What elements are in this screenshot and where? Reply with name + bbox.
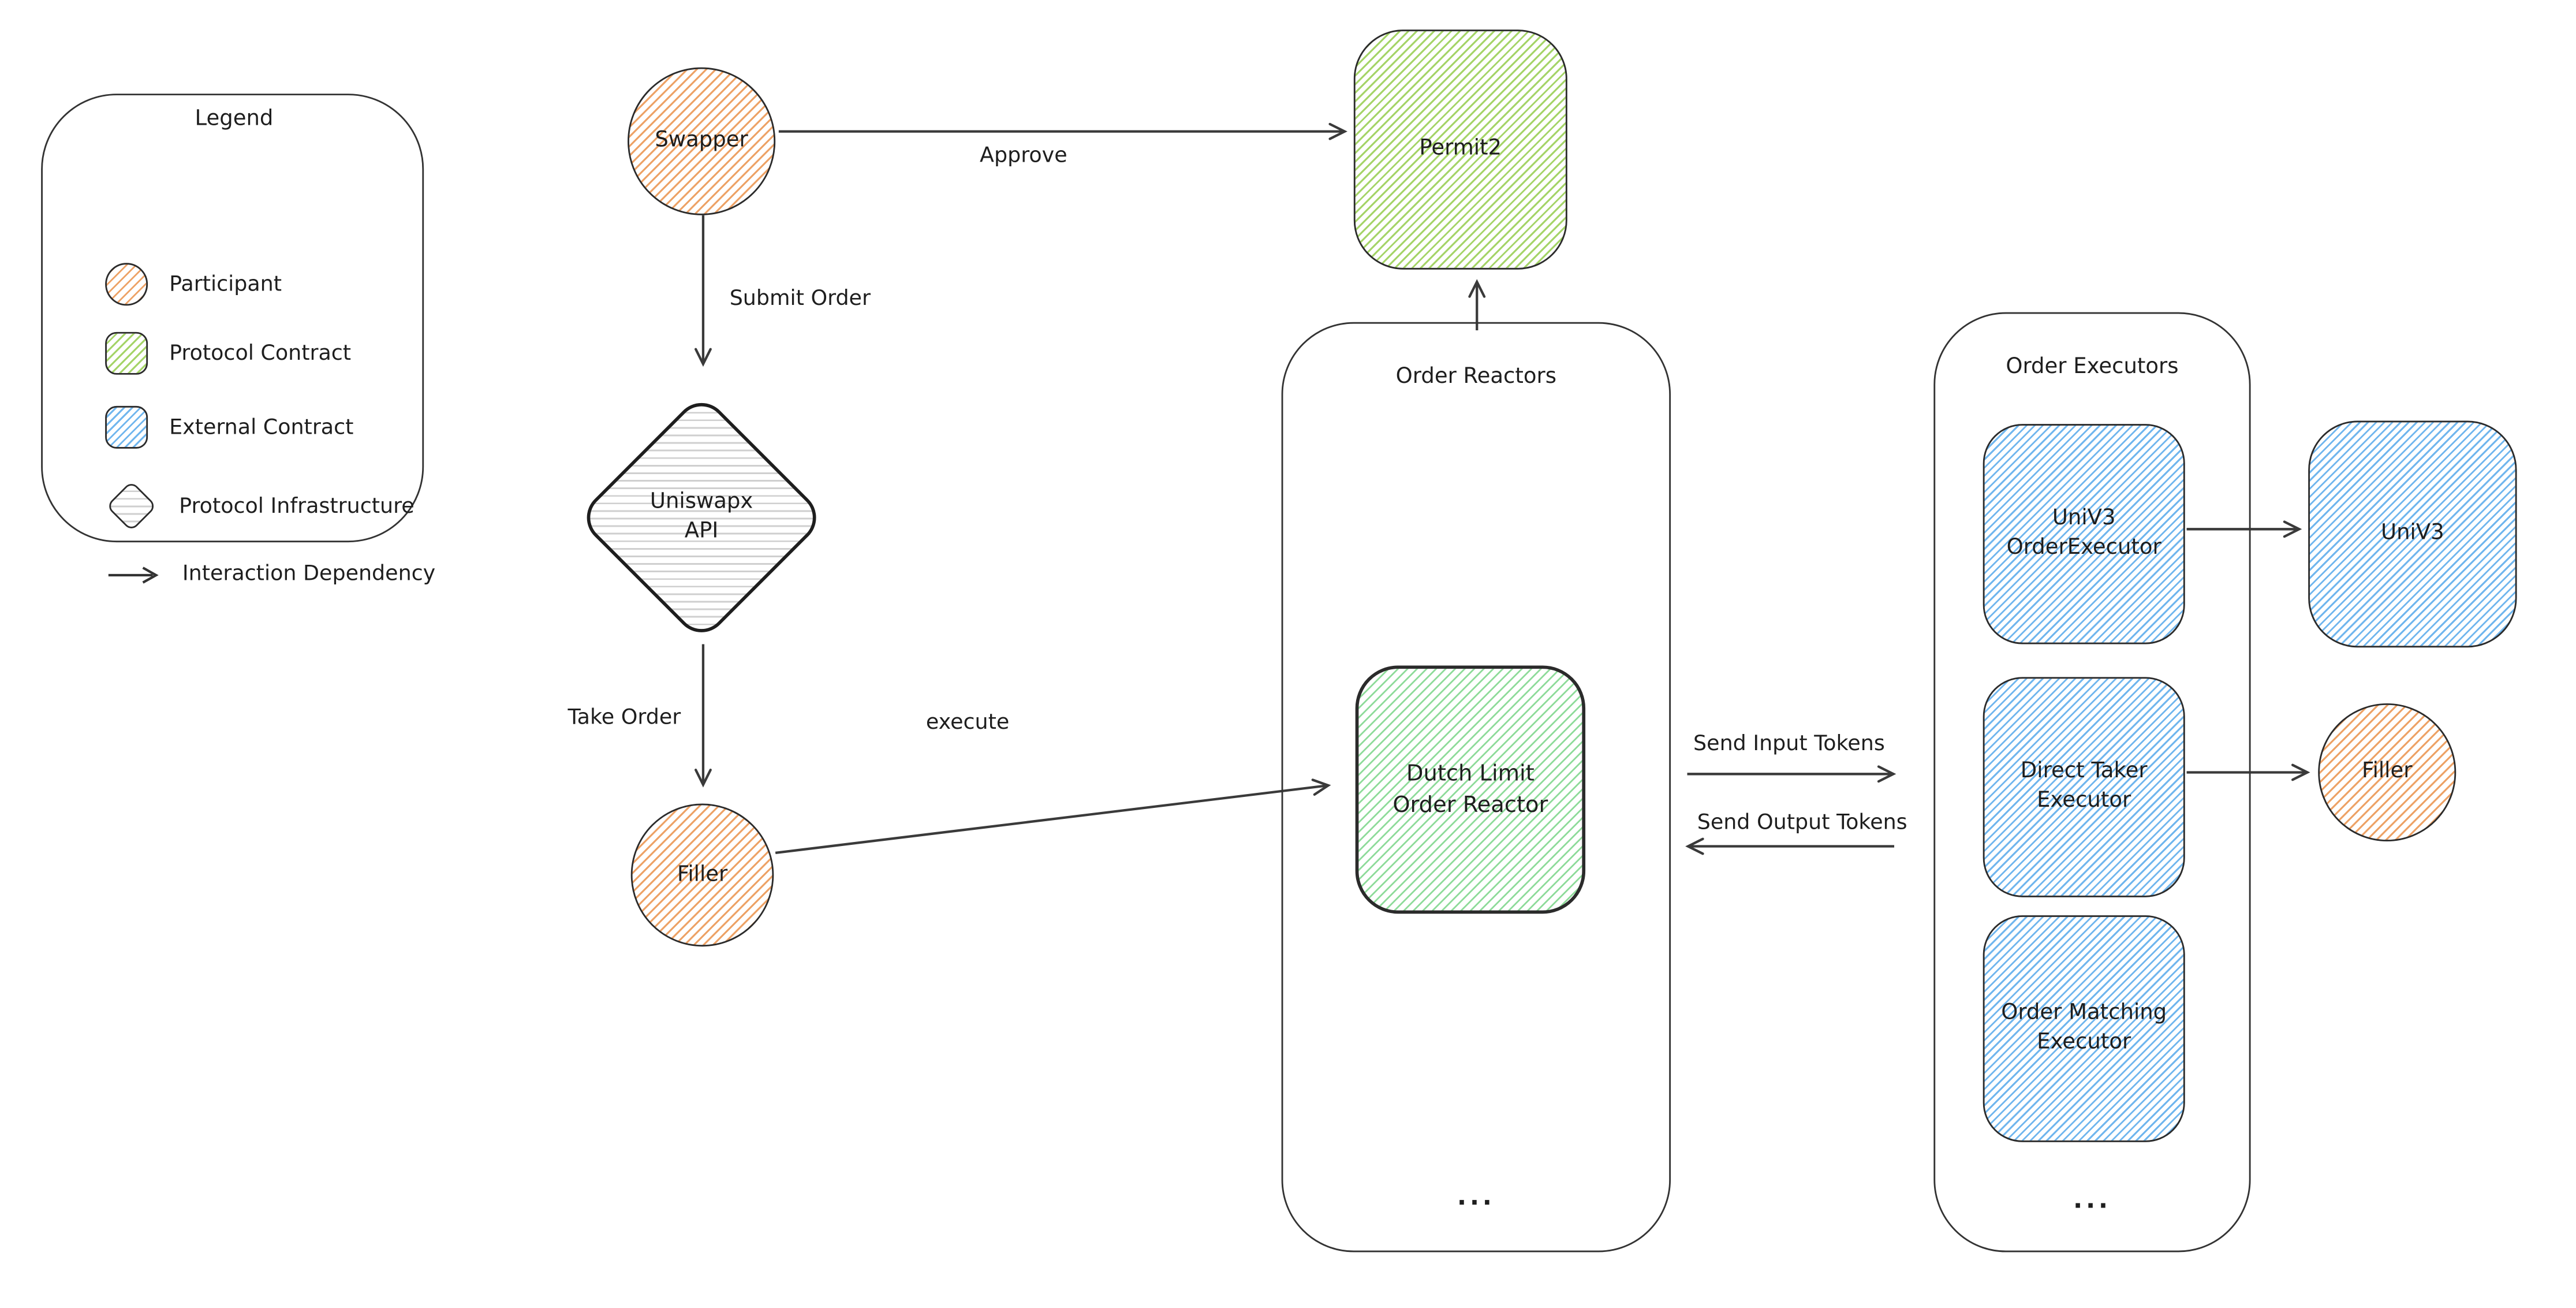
swapper-node: Swapper — [628, 67, 776, 215]
legend-item-interaction-dependency: Interaction Dependency — [105, 562, 435, 587]
permit2-node: Permit2 — [1353, 29, 1567, 270]
legend-title: Legend — [195, 106, 274, 132]
legend-box: Legend Participant Protocol Contract Ext… — [41, 94, 435, 587]
swapper-label: Swapper — [655, 128, 748, 154]
submit-order-edge-label: Submit Order — [729, 286, 871, 312]
univ3-node: UniV3 — [2308, 420, 2517, 648]
filler-right-node: Filler — [2318, 703, 2456, 841]
legend-item-external-contract: External Contract — [105, 405, 354, 449]
legend-item-label: Protocol Contract — [169, 341, 352, 366]
legend-item-participant: Participant — [105, 263, 282, 306]
permit2-label: Permit2 — [1419, 136, 1502, 162]
order-executors-container — [1933, 312, 2251, 1253]
dependency-arrow-icon — [108, 565, 159, 583]
take-order-edge-label: Take Order — [568, 706, 681, 731]
legend-item-protocol-infrastructure: Protocol Infrastructure — [105, 480, 415, 532]
univ3-label: UniV3 — [2381, 521, 2444, 546]
dutch-limit-order-reactor-label: Dutch Limit Order Reactor — [1392, 761, 1548, 818]
order-reactors-container — [1281, 322, 1671, 1253]
send-input-tokens-edge-label: Send Input Tokens — [1693, 732, 1885, 757]
send-output-tokens-edge-label: Send Output Tokens — [1697, 811, 1907, 836]
order-reactors-title: Order Reactors — [1395, 364, 1556, 390]
univ3-order-executor-node: UniV3 OrderExecutor — [1983, 424, 2185, 644]
external-contract-swatch-icon — [105, 405, 148, 449]
participant-swatch-icon — [105, 263, 148, 306]
direct-taker-executor-node: Direct Taker Executor — [1983, 677, 2185, 897]
approve-edge-label: Approve — [980, 143, 1067, 169]
legend-item-label: Participant — [169, 271, 282, 297]
filler-label: Filler — [677, 862, 728, 887]
dutch-limit-order-reactor-node: Dutch Limit Order Reactor — [1355, 665, 1586, 914]
order-matching-executor-label: Order Matching Executor — [2001, 1001, 2167, 1055]
order-executors-ellipsis: ... — [2073, 1184, 2111, 1214]
uniswapx-api-label: Uniswapx API — [578, 474, 825, 562]
protocol-contract-swatch-icon — [105, 331, 148, 375]
execute-edge-label: execute — [925, 710, 1010, 736]
edge-execute — [775, 778, 1331, 855]
order-reactors-ellipsis: ... — [1457, 1182, 1495, 1212]
infrastructure-swatch-icon — [105, 480, 158, 532]
legend-item-label: Protocol Infrastructure — [179, 494, 415, 519]
direct-taker-executor-label: Direct Taker Executor — [2020, 759, 2148, 814]
order-executors-title: Order Executors — [2006, 355, 2179, 380]
order-matching-executor-node: Order Matching Executor — [1983, 915, 2185, 1142]
uniswapx-api-text: Uniswapx API — [649, 490, 753, 544]
legend-item-protocol-contract: Protocol Contract — [105, 331, 352, 375]
filler-node: Filler — [630, 803, 774, 947]
legend-item-label: Interaction Dependency — [182, 562, 436, 587]
legend-item-label: External Contract — [169, 415, 354, 440]
univ3-order-executor-label: UniV3 OrderExecutor — [2006, 506, 2161, 561]
filler-right-label: Filler — [2362, 759, 2413, 785]
